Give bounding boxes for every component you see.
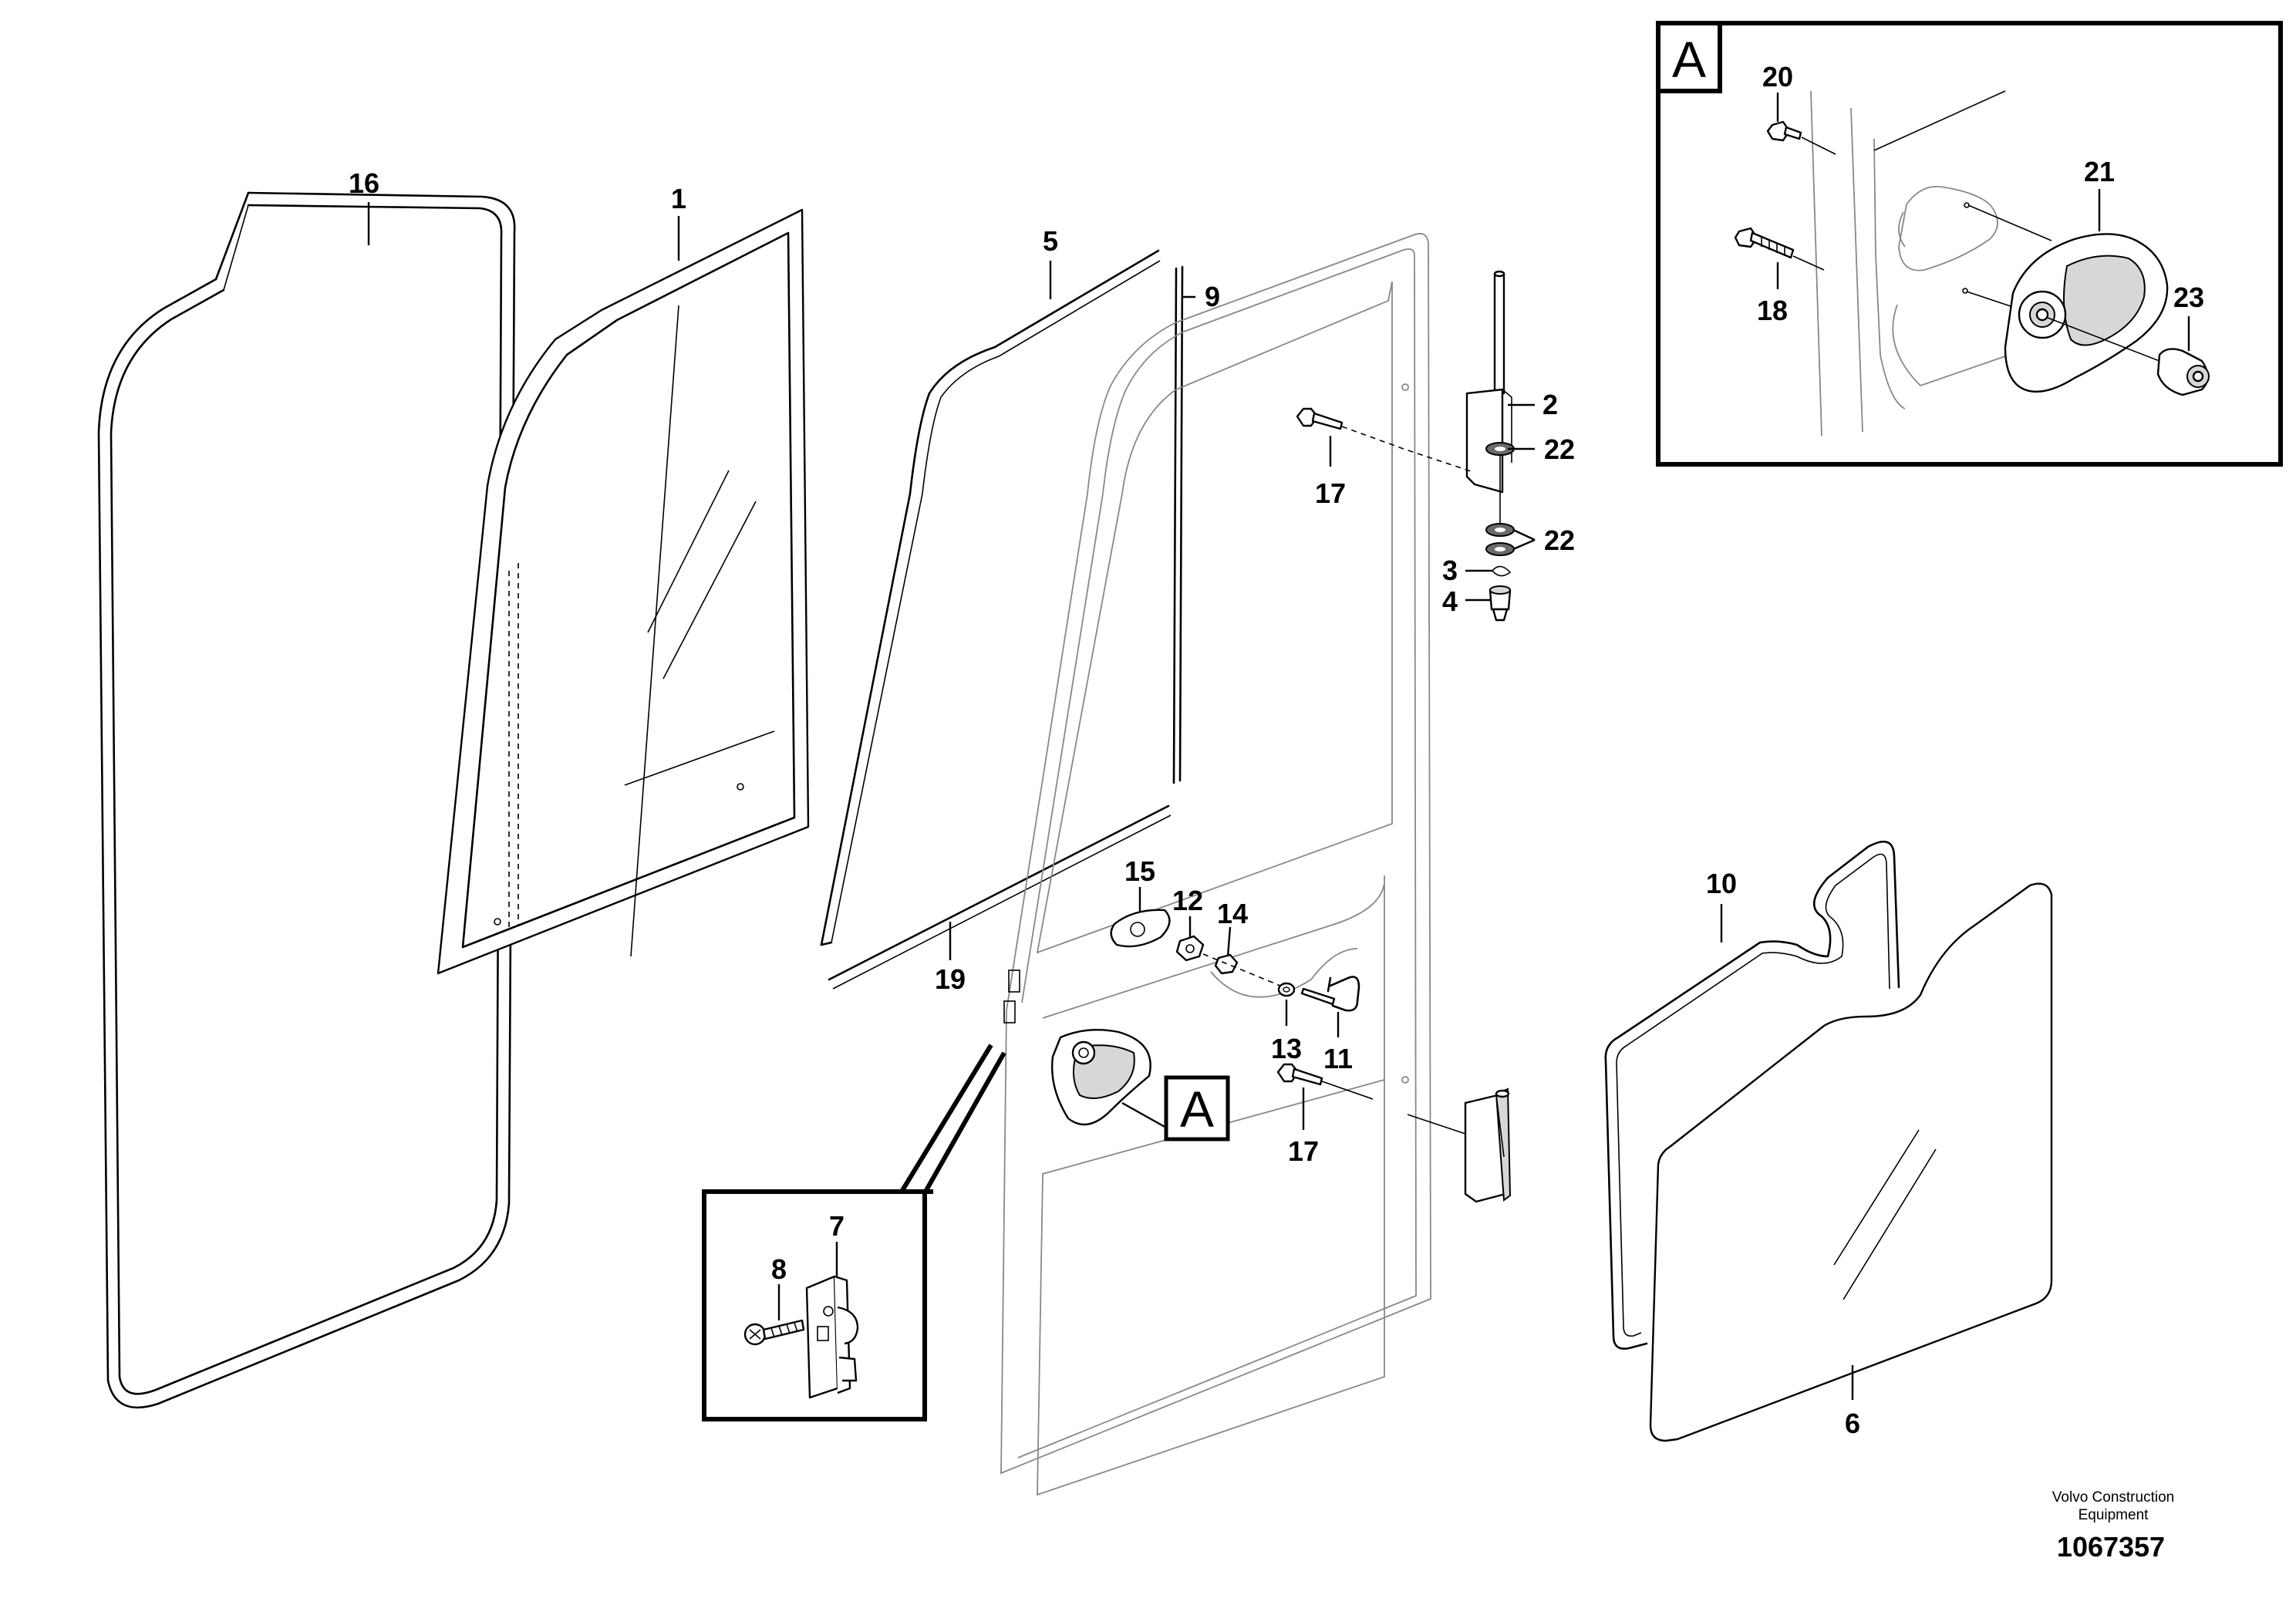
callout-11: 11	[1323, 1043, 1353, 1074]
callout-10: 10	[1706, 868, 1737, 899]
callout-22-lower: 22	[1544, 524, 1575, 556]
callout-6: 6	[1845, 1408, 1860, 1439]
part-10-seal	[1604, 840, 1900, 1350]
part-16-seal	[97, 191, 516, 1409]
leader-lines	[367, 93, 2190, 1400]
callout-14: 14	[1217, 898, 1248, 929]
callout-2: 2	[1542, 389, 1558, 420]
callout-8: 8	[771, 1253, 787, 1285]
callout-19: 19	[935, 963, 966, 995]
detail-view-a: A	[1656, 21, 2283, 467]
company-name-line2: Equipment	[2079, 1507, 2149, 1523]
callout-1: 1	[671, 183, 686, 214]
callout-23: 23	[2173, 282, 2204, 313]
company-name-line1: Volvo Construction	[2052, 1489, 2174, 1506]
callout-15: 15	[1124, 855, 1155, 887]
callout-5: 5	[1043, 225, 1058, 257]
detail-ref-label: A	[1180, 1081, 1214, 1138]
callout-22-upper: 22	[1544, 433, 1575, 465]
callout-17-lower: 17	[1288, 1135, 1319, 1167]
callout-3: 3	[1442, 555, 1458, 586]
callout-labels: 16 1 5 9 2 22 22 3 4 17 19 15 12 14 13 1…	[349, 61, 2204, 1439]
detail-view-label-box	[1656, 21, 1722, 93]
latch-hardware	[1110, 909, 1360, 1012]
callout-4: 4	[1442, 585, 1458, 617]
callout-18: 18	[1757, 295, 1788, 326]
part-6-glass	[1649, 882, 2053, 1442]
detail-box-label: A	[1672, 31, 1706, 88]
footer: Volvo Construction Equipment 1067357	[2052, 1489, 2174, 1563]
door-panel	[1000, 233, 1431, 1496]
part-1-window-frame	[437, 208, 810, 975]
part-5-glass-strip	[820, 249, 1161, 946]
callout-12: 12	[1172, 885, 1203, 916]
callout-7: 7	[829, 1210, 845, 1242]
callout-9: 9	[1205, 281, 1220, 312]
callout-17-upper: 17	[1315, 477, 1346, 509]
part-9-vertical-strip	[1172, 265, 1184, 784]
lower-hinge-assembly	[1276, 1063, 1512, 1203]
detail-reference-a: A	[1121, 1075, 1230, 1141]
callout-16: 16	[349, 167, 379, 199]
callout-20: 20	[1762, 61, 1793, 93]
callout-21: 21	[2084, 156, 2115, 187]
upper-hinge-assembly	[1296, 270, 1515, 622]
callout-13: 13	[1271, 1033, 1302, 1064]
latch-detail-box	[702, 1044, 1006, 1421]
interior-handle	[1051, 1029, 1151, 1126]
drawing-number: 1067357	[2057, 1531, 2165, 1563]
part-19-bottom-strip	[828, 804, 1172, 990]
